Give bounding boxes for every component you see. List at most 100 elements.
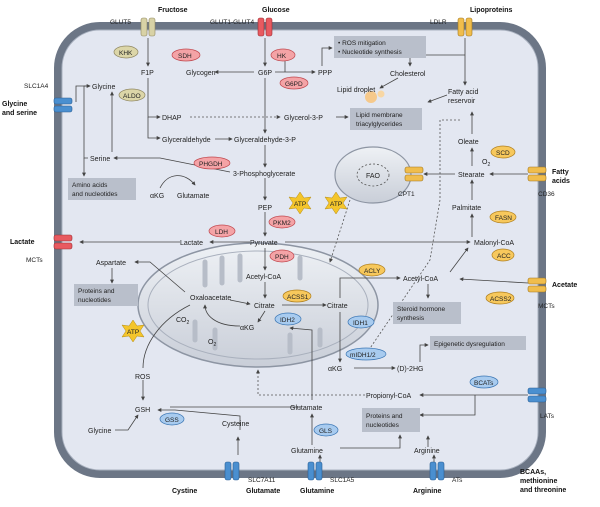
propionyl-label: Propionyl-CoA xyxy=(366,393,411,400)
akg-cyto2-label: αKG xyxy=(328,366,342,373)
cystine-label: Cystine xyxy=(172,488,197,495)
slc7a11-transporter xyxy=(224,461,240,481)
glut1-glut4-label: GLUT1-GLUT4 xyxy=(210,19,254,26)
stearate-label: Stearate xyxy=(458,172,485,179)
lipid-droplet-icon-small xyxy=(377,90,385,98)
mcts-right-label: MCTs xyxy=(538,303,555,310)
atp-star-1 xyxy=(288,191,312,215)
atp-label-2: ATP xyxy=(330,201,342,208)
labels: Fructose Glucose Lipoproteins Glycine an… xyxy=(2,7,577,495)
aldo-label: ALDO xyxy=(123,93,141,100)
pdh-badge xyxy=(269,249,295,263)
bcats-badge xyxy=(469,375,499,389)
idh2-badge xyxy=(274,312,302,326)
ats-transporter xyxy=(429,461,445,481)
cell-membrane-inner xyxy=(61,29,539,471)
glutamate-out-label: Glutamate xyxy=(246,488,280,495)
r2hg-label: (D)-2HG xyxy=(397,366,423,373)
lats-label: LATs xyxy=(540,413,555,420)
idh2-label: IDH2 xyxy=(280,317,295,324)
glutamine-in-label: Glutamine xyxy=(291,448,323,455)
idh1-label: IDH1 xyxy=(353,320,368,327)
mct-left-transporter xyxy=(53,234,73,250)
epigenetic-text: Epigenetic dysregulation xyxy=(434,341,505,348)
proteins-nucleotides-left-box xyxy=(74,284,138,306)
pep-label: PEP xyxy=(258,205,272,212)
midh-badge xyxy=(345,347,387,361)
ros-mitigation-text-1: • ROS mitigation xyxy=(338,40,386,47)
akg-mito-label: αKG xyxy=(240,325,254,332)
fatty-acids-label-1: Fatty xyxy=(552,169,569,176)
phgdh-badge xyxy=(193,156,231,170)
proteins-nucleotides-bottom-box xyxy=(362,408,420,432)
g6p-label: G6P xyxy=(258,70,272,77)
citrate-cyto-label: Citrate xyxy=(327,303,348,310)
ldh-label: LDH xyxy=(215,229,228,236)
lipoproteins-label: Lipoproteins xyxy=(470,7,512,14)
amino-acids-text-2: and nucleotides xyxy=(72,191,118,198)
glucose-label: Glucose xyxy=(262,7,290,14)
bcaas-label-2: methionine xyxy=(520,478,557,485)
lipid-droplet-label: Lipid droplet xyxy=(337,87,375,94)
glut5-label: GLUT5 xyxy=(110,19,131,26)
proteins-nucleotides-left-text-2: nucleotides xyxy=(78,297,112,304)
atp-label-1: ATP xyxy=(294,201,306,208)
acc-label: ACC xyxy=(497,253,511,260)
lats-transporter xyxy=(527,387,547,403)
scd-badge xyxy=(490,145,516,159)
acetyl-coa-label: Acetyl-CoA xyxy=(403,276,438,283)
arginine-in-label: Arginine xyxy=(414,448,440,455)
acetate-label: Acetate xyxy=(552,282,577,289)
glycogen-label: Glycogen xyxy=(186,70,216,77)
pathway-arrows xyxy=(75,38,529,470)
fao-cycle xyxy=(356,163,390,187)
acss2-label: ACSS2 xyxy=(490,296,512,303)
hk-badge xyxy=(270,48,296,62)
oleate-label: Oleate xyxy=(458,139,479,146)
mct-right-transporter xyxy=(527,277,547,293)
pkm2-label: PKM2 xyxy=(273,220,291,227)
acss1-badge xyxy=(282,289,312,303)
ros-mitigation-box xyxy=(334,36,426,58)
epigenetic-box xyxy=(430,336,526,350)
slc1a4-transporter xyxy=(53,97,73,113)
glycine-serine-label-2: and serine xyxy=(2,110,37,117)
glut5-transporter xyxy=(140,17,156,37)
glycine-serine-label-1: Glycine xyxy=(2,101,27,108)
steroid-text-2: synthesis xyxy=(397,315,425,322)
atp-star-2 xyxy=(324,191,348,215)
fao-label: FAO xyxy=(366,173,381,180)
sdh-label: SDH xyxy=(178,53,192,60)
acly-label: ACLY xyxy=(364,268,381,275)
slc1a5-label: SLC1A5 xyxy=(330,477,355,484)
arginine-out-label: Arginine xyxy=(413,488,441,495)
acss2-badge xyxy=(485,291,515,305)
proteins-nucleotides-bottom-text-2: nucleotides xyxy=(366,422,400,429)
sdh-badge xyxy=(171,48,201,62)
glycine-in-label: Glycine xyxy=(92,84,115,91)
acly-badge xyxy=(358,263,386,277)
co2-label: CO2 xyxy=(176,317,190,326)
midh-label: mIDH1/2 xyxy=(350,352,376,359)
acss1-label: ACSS1 xyxy=(287,294,309,301)
ros-mitigation-text-2: • Nucleotide synthesis xyxy=(338,49,402,56)
g6pd-badge xyxy=(279,76,309,90)
dhap-label: DHAP xyxy=(162,115,182,122)
gss-badge xyxy=(159,412,185,426)
cholesterol-label: Cholesterol xyxy=(390,71,426,78)
bcaas-label-3: and threonine xyxy=(520,487,566,494)
slc1a5-transporter xyxy=(307,461,323,481)
oxaloacetate-label: Oxaloacetate xyxy=(190,295,231,302)
scd-label: SCD xyxy=(496,150,510,157)
akg-cyto-label: αKG xyxy=(150,193,164,200)
acc-badge xyxy=(491,248,515,262)
palmitate-label: Palmitate xyxy=(452,205,481,212)
gss-label: GSS xyxy=(165,417,179,424)
gls-badge xyxy=(313,423,339,437)
atp-label-3: ATP xyxy=(127,329,139,336)
lipid-droplet-icon xyxy=(365,91,377,103)
atp-stars xyxy=(121,191,348,343)
pdh-label: PDH xyxy=(275,254,289,261)
khk-label: KHK xyxy=(119,50,133,57)
